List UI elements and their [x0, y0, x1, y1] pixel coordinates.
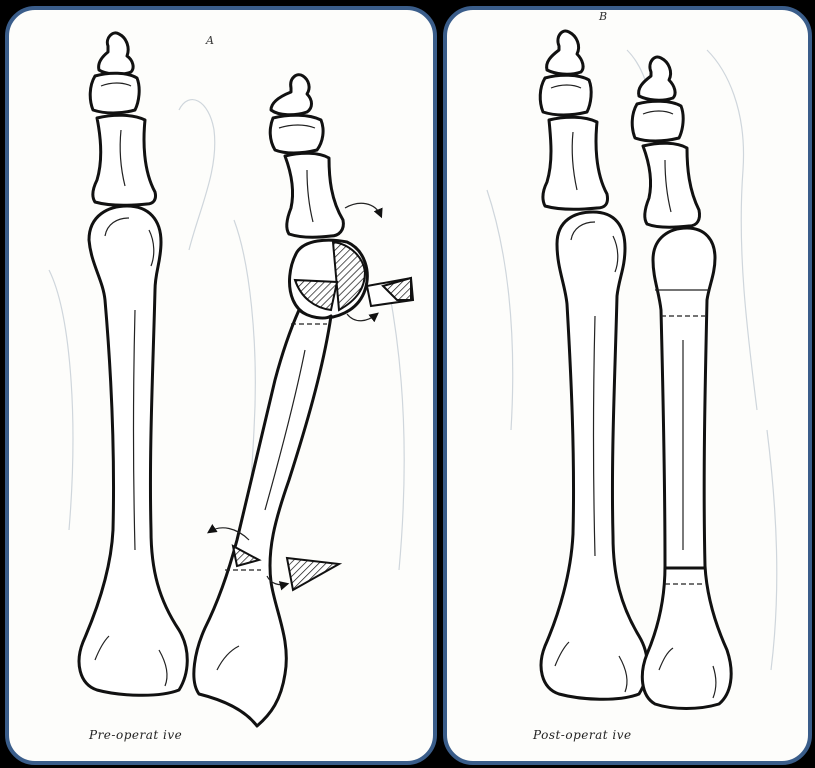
- middle-phalanx: [540, 75, 591, 115]
- left-toe-ray: [540, 31, 647, 699]
- removed-wedge-lower: [287, 558, 339, 590]
- caption-pre-operative: Pre-operat ive: [89, 728, 182, 742]
- metatarsal: [541, 212, 647, 699]
- removed-wedge-upper: [367, 278, 413, 306]
- distal-phalanx: [99, 33, 133, 74]
- middle-phalanx: [632, 101, 683, 141]
- metatarsal: [642, 228, 731, 709]
- caption-post-operative: Post-operat ive: [533, 728, 632, 742]
- distal-phalanx: [271, 75, 312, 115]
- post-operative-illustration: [447, 10, 812, 765]
- right-toe-ray-deformed: [194, 75, 413, 726]
- left-toe-ray: [79, 33, 187, 695]
- proximal-phalanx: [643, 143, 700, 227]
- metatarsal-shaft: [194, 310, 331, 726]
- proximal-phalanx: [93, 115, 156, 205]
- panel-pre-operative: A: [5, 6, 437, 765]
- proximal-phalanx: [285, 153, 343, 237]
- faint-background-sketch: [487, 50, 777, 670]
- middle-phalanx: [90, 73, 139, 113]
- rotation-arrow: [345, 203, 381, 216]
- distal-phalanx: [547, 31, 583, 74]
- rotation-arrow: [347, 314, 377, 321]
- pre-operative-illustration: [9, 10, 437, 765]
- right-toe-ray-corrected: [632, 57, 731, 709]
- proximal-phalanx: [543, 117, 608, 209]
- middle-phalanx: [270, 115, 323, 153]
- panel-post-operative: B: [443, 6, 812, 765]
